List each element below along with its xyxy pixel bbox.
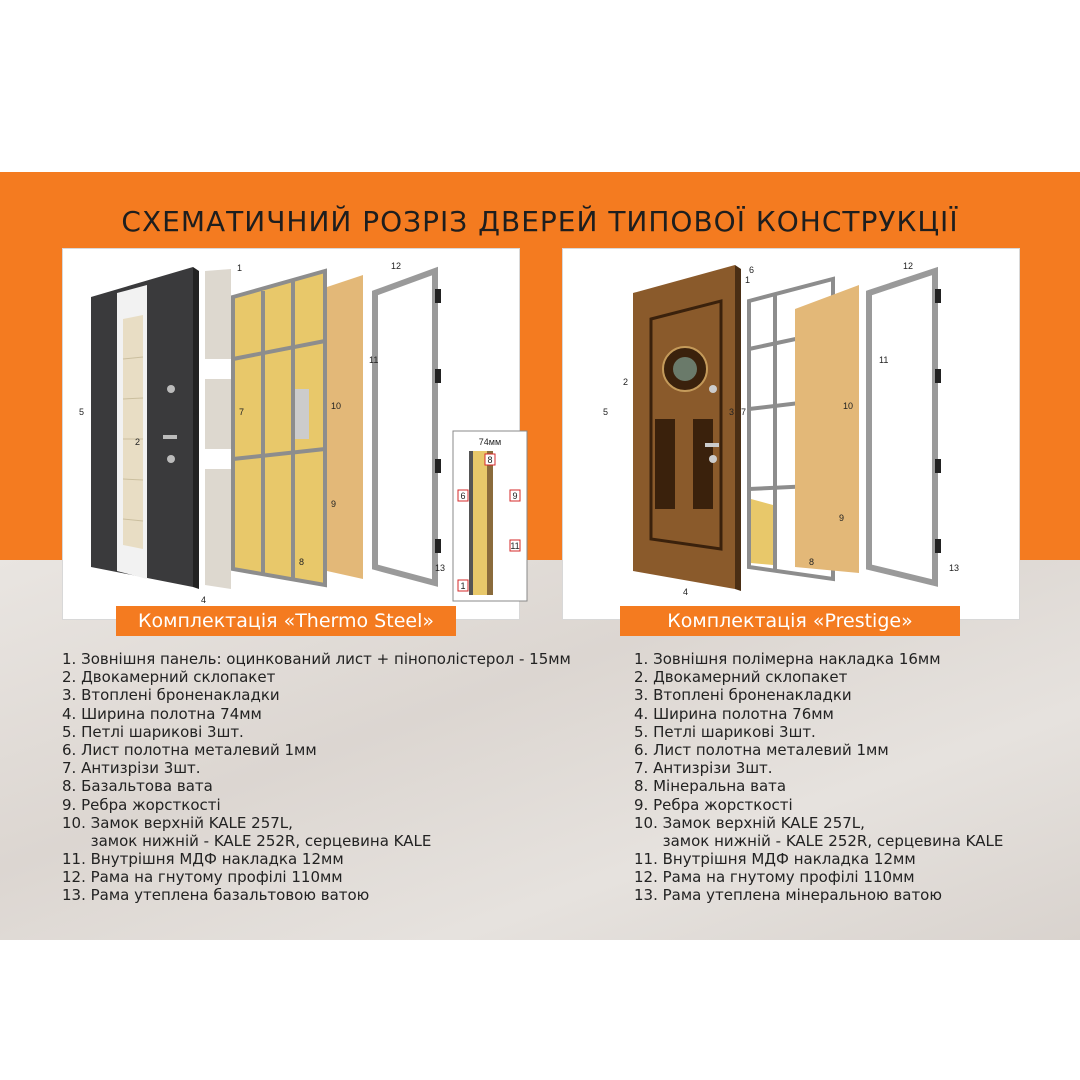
right-callout-7: 7 — [741, 407, 746, 417]
outer-door-leaf — [91, 267, 199, 589]
left-callout-5: 5 — [79, 407, 84, 417]
right-spec-item: 1. Зовнішня полімерна накладка 16мм — [634, 650, 941, 668]
thermo-steel-badge: Комплектація «Thermo Steel» — [116, 606, 456, 636]
outer-wood-door-leaf — [633, 265, 741, 591]
right-callout-5: 5 — [603, 407, 608, 417]
right-callout-9: 9 — [839, 513, 844, 523]
bottom-margin — [0, 940, 1080, 1080]
left-spec-item: 9. Ребра жорсткості — [62, 795, 221, 814]
mdf-panel-layer — [327, 275, 363, 579]
right-callout-4: 4 — [683, 587, 688, 597]
section-label-1: 1 — [460, 581, 465, 591]
section-label-8: 8 — [487, 455, 492, 465]
section-width-label: 74мм — [479, 437, 501, 447]
section-label-6: 6 — [460, 491, 465, 501]
right-callout-2: 2 — [623, 377, 628, 387]
section-label-box — [509, 539, 521, 552]
right-callout-6: 6 — [749, 265, 754, 275]
left-spec-item: 5. Петлі шарикові 3шт. — [62, 722, 244, 741]
right-callout-12: 12 — [903, 261, 913, 271]
right-callout-8: 8 — [809, 557, 814, 567]
right-spec-item: 3. Втоплені броненакладки — [634, 686, 852, 705]
section-label-box — [457, 489, 469, 502]
left-callout-12: 12 — [391, 261, 401, 271]
section-label-box — [457, 579, 469, 592]
insulated-frame-layer — [231, 268, 327, 588]
right-spec-item: 9. Ребра жорсткості — [634, 795, 793, 814]
thermo-steel-spec-list: 1. Зовнішня панель: оцинкований лист + п… — [62, 650, 571, 905]
right-callout-11: 11 — [879, 355, 888, 365]
left-callout-4: 4 — [201, 595, 206, 605]
right-spec-item: 6. Лист полотна металевий 1мм — [634, 740, 889, 759]
left-spec-item: 7. Антизрізи 3шт. — [62, 759, 201, 778]
left-spec-item: 3. Втоплені броненакладки — [62, 686, 280, 705]
right-spec-item: 8. Мінеральна вата — [634, 777, 787, 796]
right-callout-1: 1 — [745, 275, 750, 285]
outer-panel-layer — [205, 269, 231, 589]
prestige-badge: Комплектація «Prestige» — [620, 606, 960, 636]
page-title: СХЕМАТИЧНИЙ РОЗРІЗ ДВЕРЕЙ ТИПОВОЇ КОНСТР… — [121, 205, 959, 238]
left-callout-2: 2 — [135, 437, 140, 447]
left-spec-item: 8. Базальтова вата — [62, 777, 213, 796]
left-callout-13: 13 — [435, 563, 445, 573]
right-spec-item: 10. Замок верхній KALE 257L, — [634, 813, 865, 832]
left-callout-7: 7 — [239, 407, 244, 417]
right-spec-item: замок нижній - KALE 252R, серцевина KALE — [634, 831, 1004, 850]
left-spec-item: 10. Замок верхній KALE 257L, — [62, 813, 293, 832]
left-callout-3: 3 — [193, 407, 198, 417]
right-spec-item: 5. Петлі шарикові 3шт. — [634, 722, 816, 741]
right-spec-item: 12. Рама на гнутому профілі 110мм — [634, 868, 915, 887]
right-spec-item: 2. Двокамерний склопакет — [634, 668, 848, 687]
left-spec-item: 6. Лист полотна металевий 1мм — [62, 740, 317, 759]
section-label-11: 11 — [510, 541, 519, 551]
left-spec-item: 11. Внутрішня МДФ накладка 12мм — [62, 850, 344, 869]
left-spec-item: 4. Ширина полотна 74мм — [62, 704, 262, 723]
left-spec-item: 2. Двокамерний склопакет — [62, 668, 276, 687]
door-frame — [372, 266, 441, 587]
right-spec-item: 11. Внутрішня МДФ накладка 12мм — [634, 850, 916, 869]
top-margin — [0, 0, 1080, 172]
left-spec-item: 13. Рама утеплена базальтовою ватою — [62, 886, 370, 905]
left-spec-item: замок нижній - KALE 252R, серцевина KALE — [62, 831, 432, 850]
left-spec-item: 1. Зовнішня панель: оцинкований лист + п… — [62, 650, 571, 668]
mdf-panel-layer — [795, 285, 859, 573]
section-label-box — [509, 489, 521, 502]
right-spec-item: 4. Ширина полотна 76мм — [634, 704, 834, 723]
left-spec-item: 12. Рама на гнутому профілі 110мм — [62, 868, 343, 887]
right-callout-3: 3 — [729, 407, 734, 417]
right-spec-item: 13. Рама утеплена мінеральною ватою — [634, 886, 942, 905]
right-callout-13: 13 — [949, 563, 959, 573]
door-frame — [866, 266, 941, 587]
section-label-box — [484, 453, 496, 466]
left-callout-10: 10 — [331, 401, 341, 411]
left-callout-9: 9 — [331, 499, 336, 509]
right-spec-item: 7. Антизрізи 3шт. — [634, 759, 773, 778]
left-callout-11: 11 — [369, 355, 378, 365]
section-label-9: 9 — [512, 491, 517, 501]
right-callout-10: 10 — [843, 401, 853, 411]
left-callout-8: 8 — [299, 557, 304, 567]
left-callout-1: 1 — [237, 263, 242, 273]
